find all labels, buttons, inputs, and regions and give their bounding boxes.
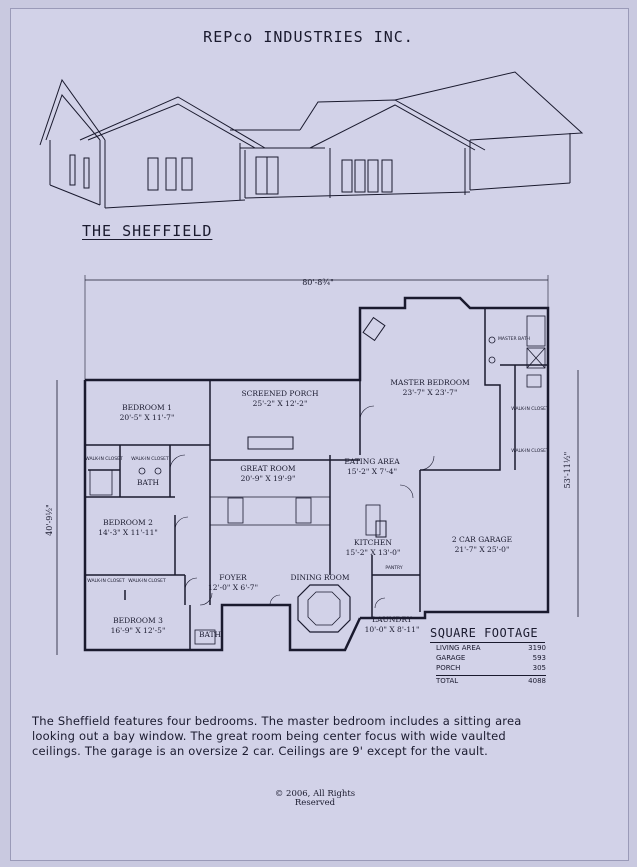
room-size-bedroom3: 16'-9" X 12'-5"	[111, 626, 166, 635]
description-line: ceilings. The garage is an oversize 2 ca…	[32, 744, 488, 758]
plan-description: The Sheffield features four bedrooms. Th…	[32, 714, 612, 759]
sqft-label: GARAGE	[436, 654, 466, 662]
room-name-foyer: FOYER	[219, 573, 247, 582]
room-size-bedroom1: 20'-5" X 11'-7"	[120, 413, 175, 422]
room-name-master-bedroom: MASTER BEDROOM	[390, 378, 470, 387]
square-footage-table: LIVING AREA 3190 GARAGE 593 PORCH 305 TO…	[436, 643, 546, 686]
room-name-bath-b: BATH	[199, 630, 222, 639]
room-name-master-bath: MASTER BATH	[498, 336, 530, 342]
copyright-line: Reserved	[294, 798, 336, 808]
room-name-bath-a: BATH	[137, 478, 160, 487]
room-size-laundry: 10'-0" X 8'-11"	[365, 625, 420, 634]
sqft-total-value: 4088	[528, 677, 546, 685]
room-name-kitchen: KITCHEN	[354, 538, 392, 547]
room-name-bedroom1: BEDROOM 1	[122, 403, 172, 412]
room-size-foyer: 12'-0" X 6'-7"	[208, 583, 258, 592]
overall-width-label: 80'-8¾"	[302, 278, 334, 287]
room-name-walk-in-closet-1: WALK-IN CLOSET	[511, 406, 549, 412]
sqft-row-living: LIVING AREA 3190	[436, 643, 546, 653]
sqft-row-total: TOTAL 4088	[436, 675, 546, 686]
room-name-screened-porch: SCREENED PORCH	[241, 389, 318, 398]
sqft-label: LIVING AREA	[436, 644, 481, 652]
room-name-eating-area: EATING AREA	[344, 457, 400, 466]
description-line: The Sheffield features four bedrooms. Th…	[32, 714, 522, 728]
room-size-great-room: 20'-9" X 19'-9"	[241, 474, 296, 483]
room-name-laundry: LAUNDRY	[372, 615, 413, 624]
plan-title: THE SHEFFIELD	[82, 222, 213, 240]
room-name-great-room: GREAT ROOM	[240, 464, 295, 473]
room-name-wic-c: WALK-IN CLOSET	[87, 578, 125, 584]
room-name-wic-a: WALK-IN CLOSET	[85, 456, 123, 462]
sqft-label: PORCH	[436, 664, 461, 672]
sqft-value: 305	[532, 664, 546, 672]
room-size-master-bedroom: 23'-7" X 23'-7"	[403, 388, 458, 397]
copyright-line: © 2006, All Rights	[274, 789, 356, 799]
sqft-value: 593	[532, 654, 546, 662]
room-name-bedroom2: BEDROOM 2	[103, 518, 153, 527]
room-name-wic-d: WALK-IN CLOSET	[128, 578, 166, 584]
copyright-notice: © 2006, All Rights Reserved	[200, 790, 430, 808]
left-depth-label: 40'-9½"	[45, 504, 54, 536]
room-name-wic-b: WALK-IN CLOSET	[131, 456, 169, 462]
room-name-pantry: PANTRY	[385, 565, 402, 571]
right-depth-label: 53'-11½"	[563, 452, 572, 489]
room-size-eating-area: 15'-2" X 7'-4"	[347, 467, 397, 476]
square-footage-title: SQUARE FOOTAGE	[430, 626, 545, 643]
room-size-screened-porch: 25'-2" X 12'-2"	[253, 399, 308, 408]
sqft-row-garage: GARAGE 593	[436, 653, 546, 663]
room-name-bedroom3: BEDROOM 3	[113, 616, 163, 625]
sqft-total-label: TOTAL	[436, 677, 459, 685]
room-name-garage: 2 CAR GARAGE	[452, 535, 512, 544]
sqft-value: 3190	[528, 644, 546, 652]
description-line: looking out a bay window. The great room…	[32, 729, 506, 743]
room-size-kitchen: 15'-2" X 13'-0"	[346, 548, 401, 557]
room-size-garage: 21'-7" X 25'-0"	[455, 545, 510, 554]
room-name-dining-room: DINING ROOM	[290, 573, 349, 582]
room-size-bedroom2: 14'-3" X 11'-11"	[98, 528, 158, 537]
sqft-row-porch: PORCH 305	[436, 663, 546, 673]
company-name: REPco INDUSTRIES INC.	[203, 28, 414, 46]
room-name-walk-in-closet-2: WALK-IN CLOSET	[511, 448, 549, 454]
